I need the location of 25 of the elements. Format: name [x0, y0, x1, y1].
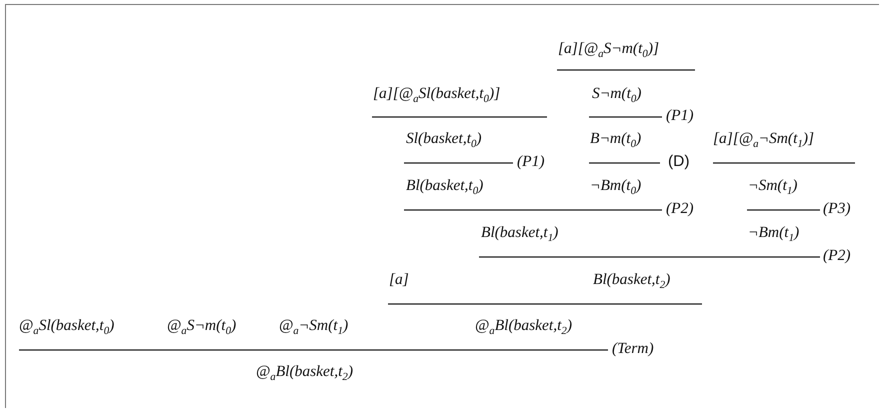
formula: S¬m(t$_{0}$) — [592, 85, 642, 103]
rule-name: (Term) — [612, 340, 654, 358]
formula: [a] — [389, 271, 409, 289]
formula: @$_{a}$S¬m(t$_{0}$) — [167, 317, 236, 335]
formula: B¬m(t$_{0}$) — [590, 130, 642, 148]
formula: Sl(basket,t$_{0}$) — [406, 130, 482, 148]
formula: Bl(basket,t$_{2}$) — [593, 271, 670, 289]
formula: @$_{a}$¬Sm(t$_{1}$) — [279, 317, 348, 335]
formula: [a][@$_{a}$Sl(basket,t$_{0}$)] — [373, 85, 500, 103]
formula: Bl(basket,t$_{0}$) — [406, 177, 484, 195]
formula: @$_{a}$Bl(basket,t$_{2}$) — [256, 363, 353, 381]
formula: [a][@$_{a}$S¬m(t$_{0}$)] — [558, 40, 660, 58]
rule-name: (P3) — [823, 200, 851, 218]
formula: ¬Bm(t$_{0}$) — [590, 177, 642, 195]
formula: [a][@$_{a}$¬Sm(t$_{1}$)] — [713, 130, 814, 148]
rule-name: (D) — [668, 153, 690, 171]
formula: ¬Bm(t$_{1}$) — [748, 224, 800, 242]
formula: @$_{a}$Sl(basket,t$_{0}$) — [19, 317, 114, 335]
rule-name: (P1) — [517, 153, 545, 171]
formula: Bl(basket,t$_{1}$) — [481, 224, 558, 242]
rule-name: (P2) — [823, 247, 851, 265]
rule-name: (P2) — [666, 200, 694, 218]
formula: @$_{a}$Bl(basket,t$_{2}$) — [475, 317, 572, 335]
rule-name: (P1) — [666, 107, 694, 125]
formula: ¬Sm(t$_{1}$) — [748, 177, 798, 195]
